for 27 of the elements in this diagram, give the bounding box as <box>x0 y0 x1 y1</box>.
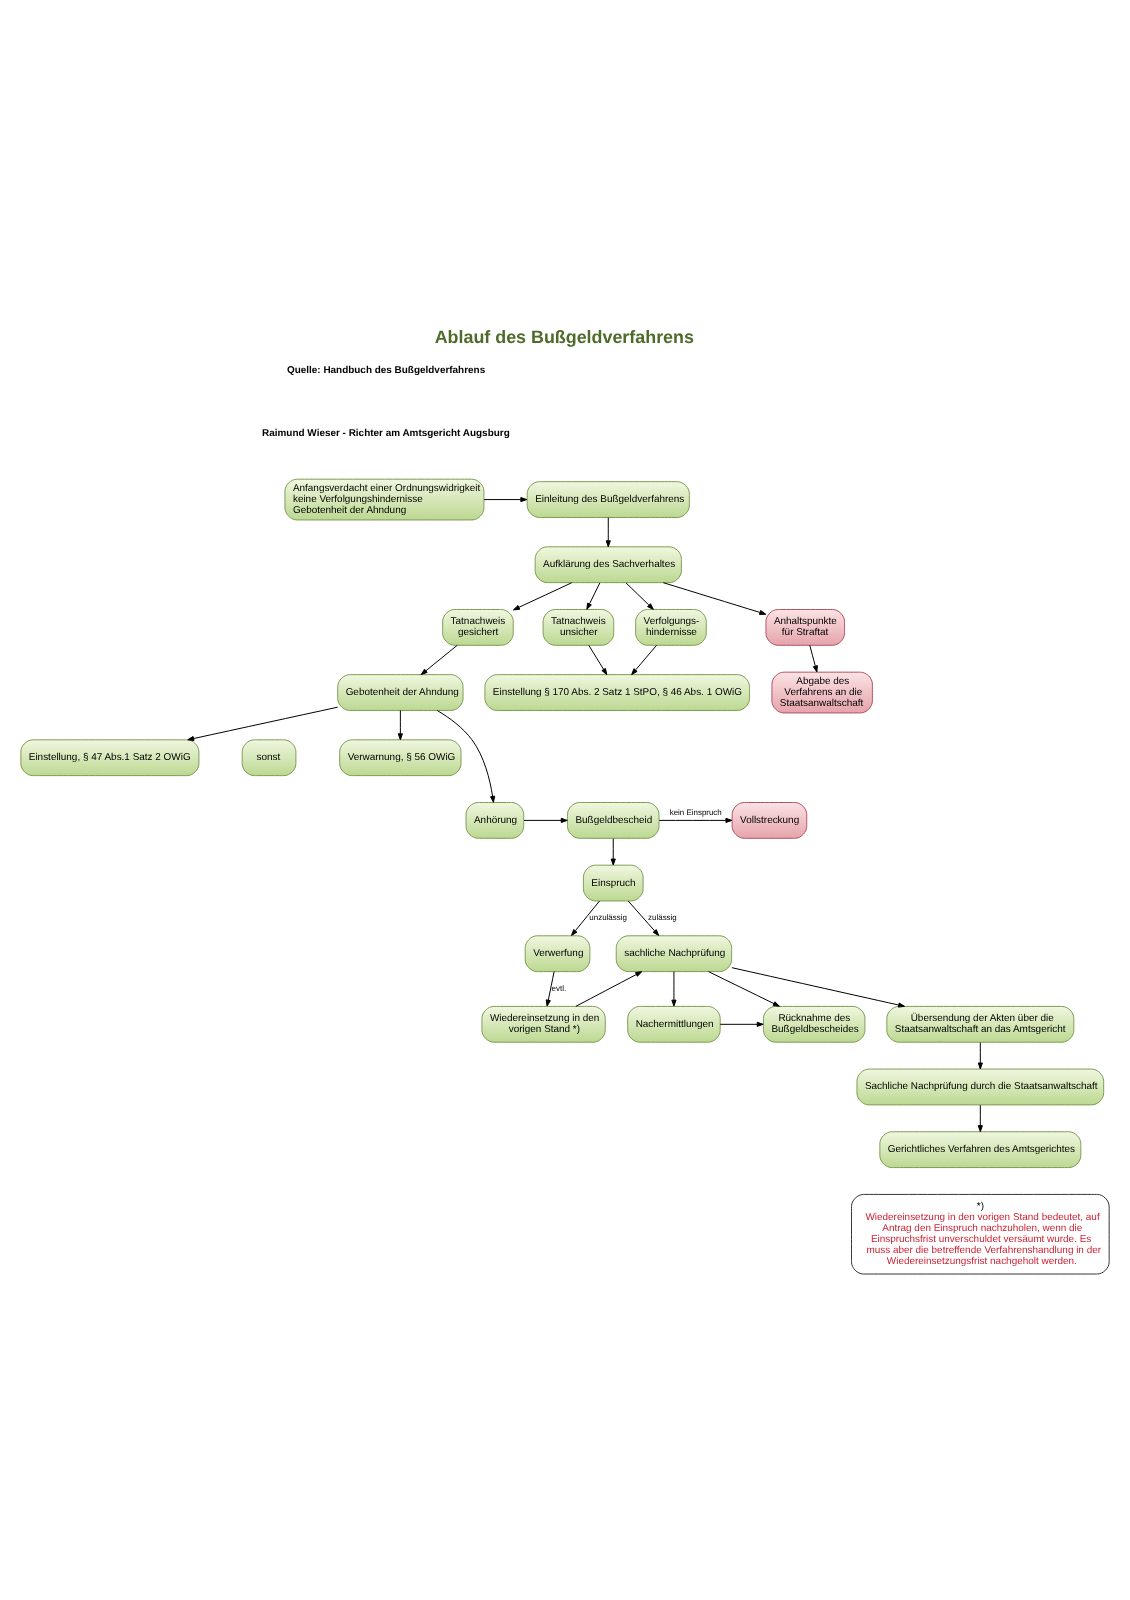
arrow <box>671 971 677 1007</box>
arrow <box>605 517 611 548</box>
arrow <box>708 971 780 1007</box>
arrow <box>420 644 458 676</box>
diagram-title: Ablauf des Bußgeldverfahrens <box>434 327 694 348</box>
arrow <box>977 1104 983 1133</box>
arrow <box>575 971 643 1007</box>
arrow <box>662 582 767 615</box>
arrow <box>571 900 600 936</box>
arrow <box>809 644 818 673</box>
arrow <box>627 900 660 936</box>
arrow <box>483 497 528 503</box>
arrow <box>731 967 906 1008</box>
arrow <box>545 971 555 1007</box>
arrow <box>977 1042 983 1070</box>
arrow <box>187 706 339 742</box>
arrow <box>719 1021 764 1027</box>
arrow <box>512 582 573 611</box>
arrow <box>523 817 568 823</box>
arrow <box>610 838 616 866</box>
arrow <box>625 582 654 610</box>
arrow <box>436 710 496 803</box>
arrow <box>658 817 733 823</box>
arrow <box>586 582 601 610</box>
arrow <box>588 644 608 676</box>
arrow <box>631 644 658 676</box>
arrow <box>397 710 403 741</box>
